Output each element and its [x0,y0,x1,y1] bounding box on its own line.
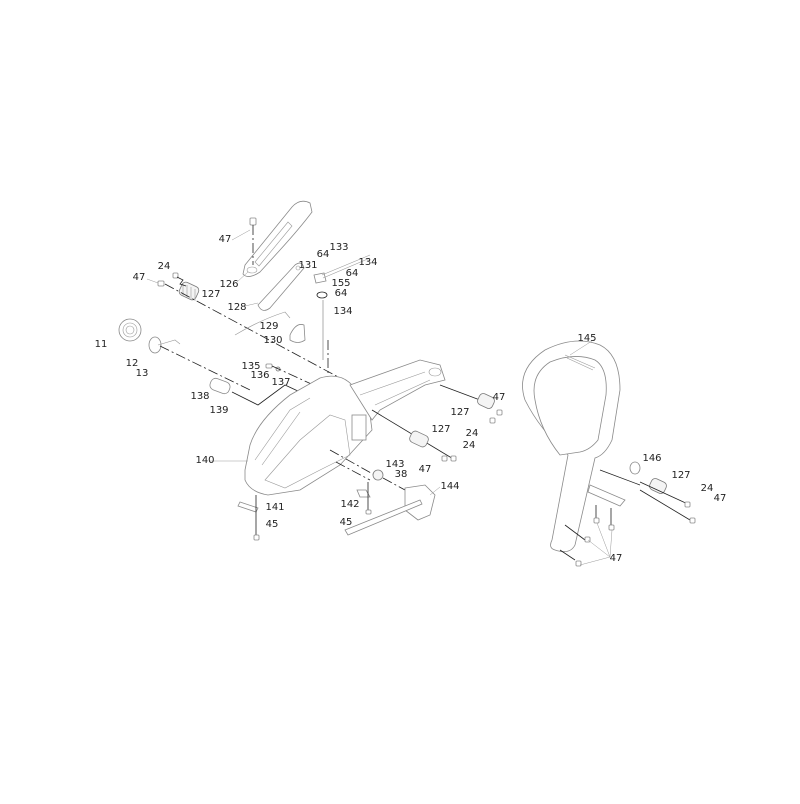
part-callout-127[interactable]: 127 [431,424,451,435]
part-callout-13[interactable]: 13 [135,368,149,379]
part-callout-11[interactable]: 11 [94,339,108,350]
part-callout-24[interactable]: 24 [700,483,714,494]
part-callout-24[interactable]: 24 [465,428,479,439]
part-callout-133[interactable]: 133 [329,242,349,253]
part-callout-131[interactable]: 131 [298,260,318,271]
part-callout-24[interactable]: 24 [157,261,171,272]
rear-handle-cover-part-126 [242,200,313,277]
part-callout-134[interactable]: 134 [358,257,378,268]
part-callout-127[interactable]: 127 [450,407,470,418]
part-callout-143[interactable]: 143 [385,459,405,470]
spring-127-right-lower [371,409,457,462]
part-callout-146[interactable]: 146 [642,453,662,464]
part-callout-134[interactable]: 134 [333,306,353,317]
gasket-part-12 [148,336,181,354]
part-callout-12[interactable]: 12 [125,358,139,369]
clip-part-130 [289,324,306,343]
front-handle-bar-part-145 [522,340,696,567]
wire-part-129 [234,311,291,336]
spring-127-upper-left [157,272,341,379]
choke-assembly-131-134 [313,254,371,395]
filter-part-138 [209,377,301,406]
part-callout-129[interactable]: 129 [259,321,279,332]
housing-part-140 [244,359,446,496]
part-callout-127[interactable]: 127 [671,470,691,481]
part-callout-45[interactable]: 45 [265,519,279,530]
part-callout-130[interactable]: 130 [263,335,283,346]
tank-cap-part-11 [118,318,142,342]
part-callout-64[interactable]: 64 [316,249,330,260]
part-callout-47[interactable]: 47 [218,234,232,245]
part-callout-140[interactable]: 140 [195,455,215,466]
part-callout-144[interactable]: 144 [440,481,460,492]
part-callout-142[interactable]: 142 [340,499,360,510]
part-callout-155[interactable]: 155 [331,278,351,289]
part-callout-127[interactable]: 127 [201,289,221,300]
part-callout-24[interactable]: 24 [462,440,476,451]
part-callout-136[interactable]: 136 [250,370,270,381]
part-callout-145[interactable]: 145 [577,333,597,344]
part-callout-47[interactable]: 47 [713,493,727,504]
parts-142-145 [344,469,436,536]
part-callout-45[interactable]: 45 [339,517,353,528]
part-callout-64[interactable]: 64 [334,288,348,299]
part-callout-64[interactable]: 64 [345,268,359,279]
part-callout-126[interactable]: 126 [219,279,239,290]
trigger-lever-part-128 [257,262,305,311]
part-callout-139[interactable]: 139 [209,405,229,416]
part-callout-38[interactable]: 38 [394,469,408,480]
part-callout-47[interactable]: 47 [418,464,432,475]
part-callout-135[interactable]: 135 [241,361,261,372]
screw-47-top [249,217,257,265]
part-callout-47[interactable]: 47 [492,392,506,403]
part-callout-138[interactable]: 138 [190,391,210,402]
bracket-part-141 [237,495,260,541]
part-callout-47[interactable]: 47 [132,272,146,283]
part-callout-141[interactable]: 141 [265,502,285,513]
part-callout-128[interactable]: 128 [227,302,247,313]
spring-127-right-upper [439,384,503,424]
part-callout-47[interactable]: 47 [609,553,623,564]
leader-lines [146,229,613,566]
part-callout-137[interactable]: 137 [271,377,291,388]
